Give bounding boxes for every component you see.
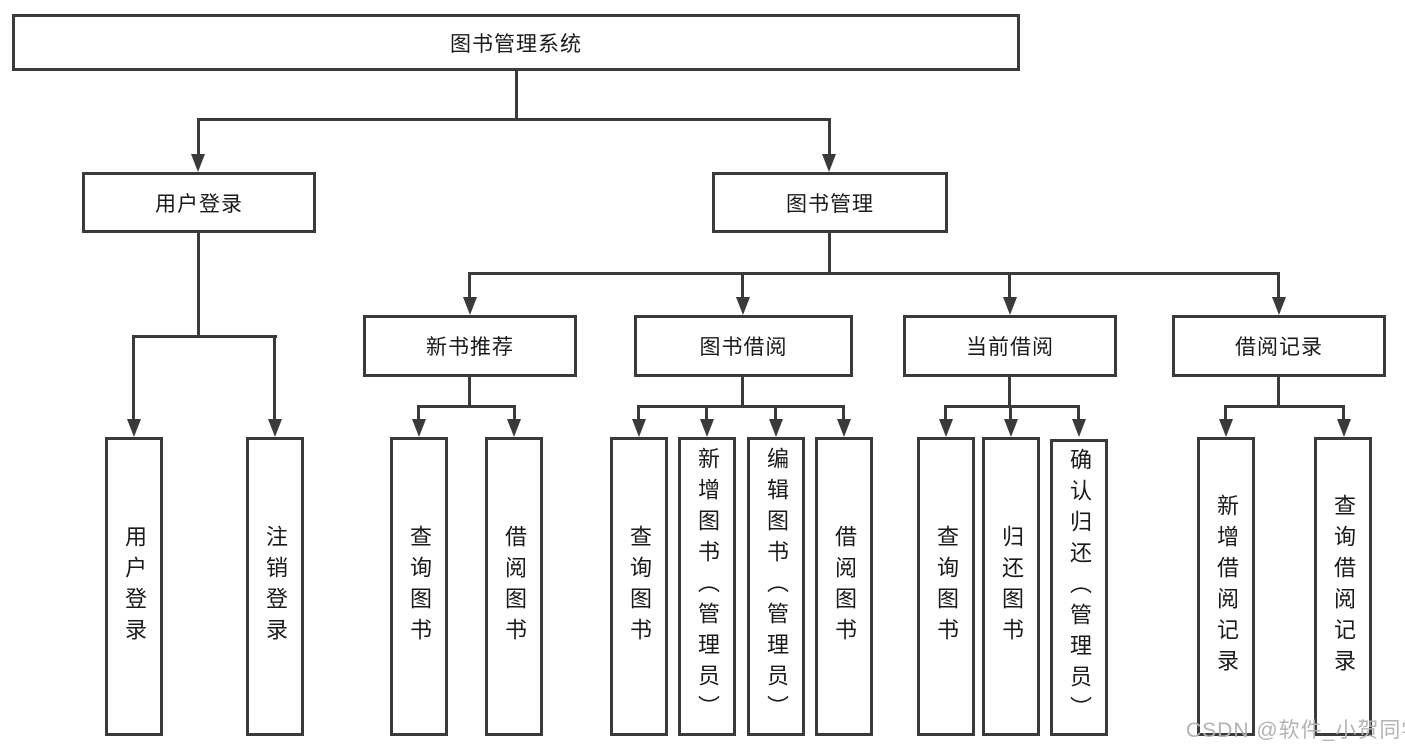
node-label: 查询借阅记录 <box>1331 493 1356 680</box>
node-query-borrow-record: 查询借阅记录 <box>1314 437 1372 736</box>
connector <box>468 272 1280 275</box>
node-borrow-books-recommend: 借阅图书 <box>485 437 543 736</box>
arrowhead-down <box>1337 419 1351 437</box>
connector <box>1342 405 1345 421</box>
node-label: 借阅图书 <box>832 524 857 649</box>
arrowhead-down <box>1072 419 1086 437</box>
arrowhead-down <box>412 419 426 437</box>
connector <box>1077 405 1080 421</box>
node-edit-books-admin: 编辑图书（管理员） <box>747 437 805 736</box>
node-borrow-books: 借阅图书 <box>815 437 873 736</box>
node-user-login: 用户登录 <box>82 172 316 233</box>
connector <box>417 405 420 421</box>
connector <box>468 377 471 407</box>
node-label: 新增图书（管理员） <box>695 447 720 726</box>
connector <box>468 272 471 299</box>
node-label: 借阅图书 <box>502 524 527 649</box>
connector <box>637 405 845 408</box>
arrowhead-down <box>700 419 714 437</box>
node-add-borrow-record: 新增借阅记录 <box>1197 437 1255 736</box>
node-label: 用户登录 <box>122 524 147 649</box>
node-query-books-recommend: 查询图书 <box>390 437 448 736</box>
connector <box>1008 272 1011 299</box>
node-label: 图书借阅 <box>699 336 788 359</box>
connector <box>197 118 831 121</box>
node-label: 当前借阅 <box>966 336 1054 359</box>
csdn-watermark: CSDN @软件_小贺同学 <box>1186 719 1405 742</box>
connector <box>1277 272 1280 299</box>
connector <box>944 405 1080 408</box>
node-query-books-current: 查询图书 <box>917 437 975 736</box>
connector <box>513 405 516 421</box>
arrowhead-down <box>127 419 141 437</box>
connector <box>1009 405 1012 421</box>
connector <box>637 405 640 421</box>
connector <box>515 70 518 121</box>
arrowhead-down <box>1219 419 1233 437</box>
connector <box>1224 405 1227 421</box>
connector <box>842 405 845 421</box>
connector <box>197 118 200 156</box>
arrowhead-down <box>837 419 851 437</box>
arrowhead-down <box>822 154 836 172</box>
connector <box>132 335 135 421</box>
node-borrowing-records: 借阅记录 <box>1172 315 1386 377</box>
node-confirm-return-admin: 确认归还（管理员） <box>1050 439 1108 736</box>
arrowhead-down <box>268 419 282 437</box>
connector <box>741 272 744 299</box>
connector <box>828 118 831 156</box>
connector <box>774 405 777 421</box>
node-label: 查询图书 <box>407 524 432 649</box>
node-user-login-leaf: 用户登录 <box>105 437 163 736</box>
arrowhead-down <box>463 297 477 315</box>
connector <box>1277 377 1280 407</box>
arrowhead-down <box>736 297 750 315</box>
connector <box>1008 377 1011 407</box>
node-new-book-recommend: 新书推荐 <box>363 315 577 377</box>
node-label: 注销登录 <box>263 524 288 649</box>
arrowhead-down <box>1003 297 1017 315</box>
node-label: 新增借阅记录 <box>1214 493 1239 680</box>
node-label: 归还图书 <box>999 524 1024 649</box>
node-return-books: 归还图书 <box>982 437 1040 736</box>
arrowhead-down <box>769 419 783 437</box>
arrowhead-down <box>1004 419 1018 437</box>
connector <box>197 233 200 337</box>
node-book-borrowing: 图书借阅 <box>634 315 853 377</box>
connector <box>1224 405 1345 408</box>
node-label: 查询图书 <box>934 524 959 649</box>
connector <box>273 335 276 421</box>
connector <box>741 377 744 407</box>
connector <box>705 405 708 421</box>
node-label: 新书推荐 <box>426 336 514 359</box>
node-label: 编辑图书（管理员） <box>764 447 789 726</box>
node-library-system: 图书管理系统 <box>12 14 1020 71</box>
node-current-borrowing: 当前借阅 <box>903 315 1117 377</box>
connector <box>132 335 277 338</box>
node-query-books-borrowing: 查询图书 <box>610 437 668 736</box>
node-book-management: 图书管理 <box>712 172 948 233</box>
connector <box>944 405 947 421</box>
node-label: 确认归还（管理员） <box>1067 448 1092 727</box>
arrowhead-down <box>1272 297 1286 315</box>
connector <box>417 405 516 408</box>
arrowhead-down <box>632 419 646 437</box>
node-logout: 注销登录 <box>246 437 304 736</box>
arrowhead-down <box>939 419 953 437</box>
node-label: 用户登录 <box>155 192 243 216</box>
arrowhead-down <box>191 154 205 172</box>
node-label: 图书管理系统 <box>450 32 582 56</box>
node-label: 借阅记录 <box>1235 336 1323 359</box>
node-label: 查询图书 <box>627 524 652 649</box>
connector <box>828 233 831 274</box>
arrowhead-down <box>507 419 521 437</box>
node-label: 图书管理 <box>786 192 874 216</box>
node-add-books-admin: 新增图书（管理员） <box>678 437 736 736</box>
